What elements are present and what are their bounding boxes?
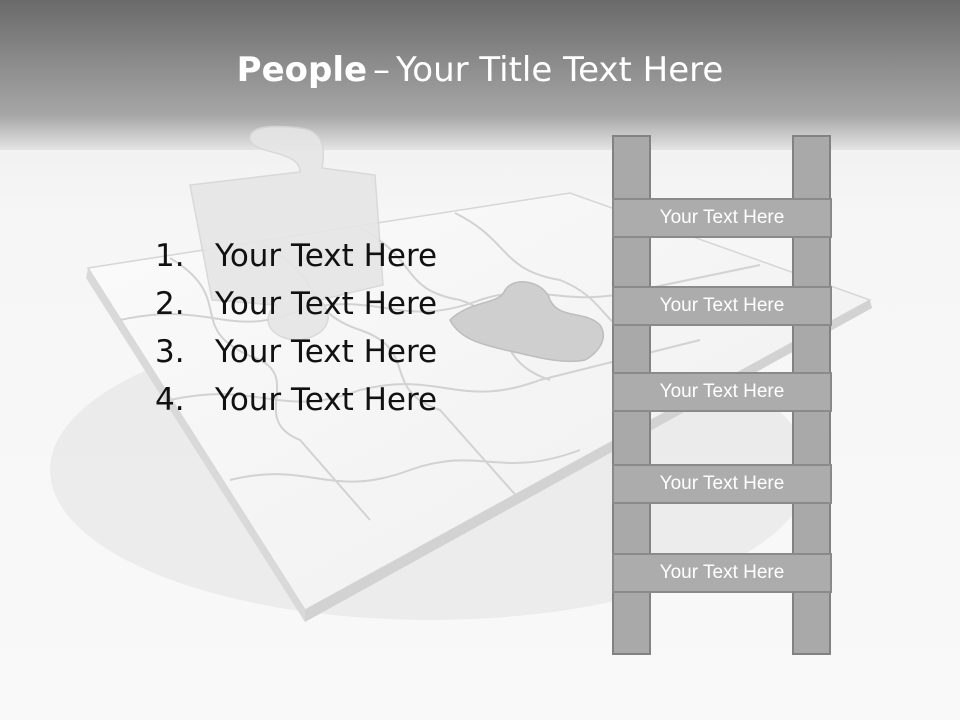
ladder-diagram: Your Text Here Your Text Here Your Text … xyxy=(612,135,834,658)
missing-piece-slot xyxy=(449,281,605,363)
ladder-rung-5: Your Text Here xyxy=(612,553,832,593)
ladder-rung-1: Your Text Here xyxy=(612,198,832,238)
list-item: 2. Your Text Here xyxy=(155,280,437,328)
title-bar xyxy=(0,0,960,150)
list-item-number: 4. xyxy=(155,382,185,418)
list-item: 4. Your Text Here xyxy=(155,376,437,424)
title-separator: – xyxy=(373,50,391,90)
title-rest: Your Title Text Here xyxy=(396,50,724,90)
list-item-number: 3. xyxy=(155,334,185,370)
list-item-text: Your Text Here xyxy=(215,382,438,418)
ladder-rung-2: Your Text Here xyxy=(612,286,832,326)
title-bold: People xyxy=(236,50,368,90)
list-item-text: Your Text Here xyxy=(215,286,438,322)
ladder-rung-4: Your Text Here xyxy=(612,464,832,504)
list-item-text: Your Text Here xyxy=(215,238,438,274)
list-item: 3. Your Text Here xyxy=(155,328,437,376)
list-item: 1. Your Text Here xyxy=(155,232,437,280)
slide-title: People–Your Title Text Here xyxy=(0,50,960,90)
list-item-text: Your Text Here xyxy=(215,334,438,370)
standing-puzzle-piece xyxy=(189,125,384,341)
list-item-number: 2. xyxy=(155,286,185,322)
ladder-rung-3: Your Text Here xyxy=(612,372,832,412)
puzzle-board-edge xyxy=(86,268,305,622)
numbered-list: 1. Your Text Here 2. Your Text Here 3. Your… xyxy=(155,232,437,424)
list-item-number: 1. xyxy=(155,238,185,274)
